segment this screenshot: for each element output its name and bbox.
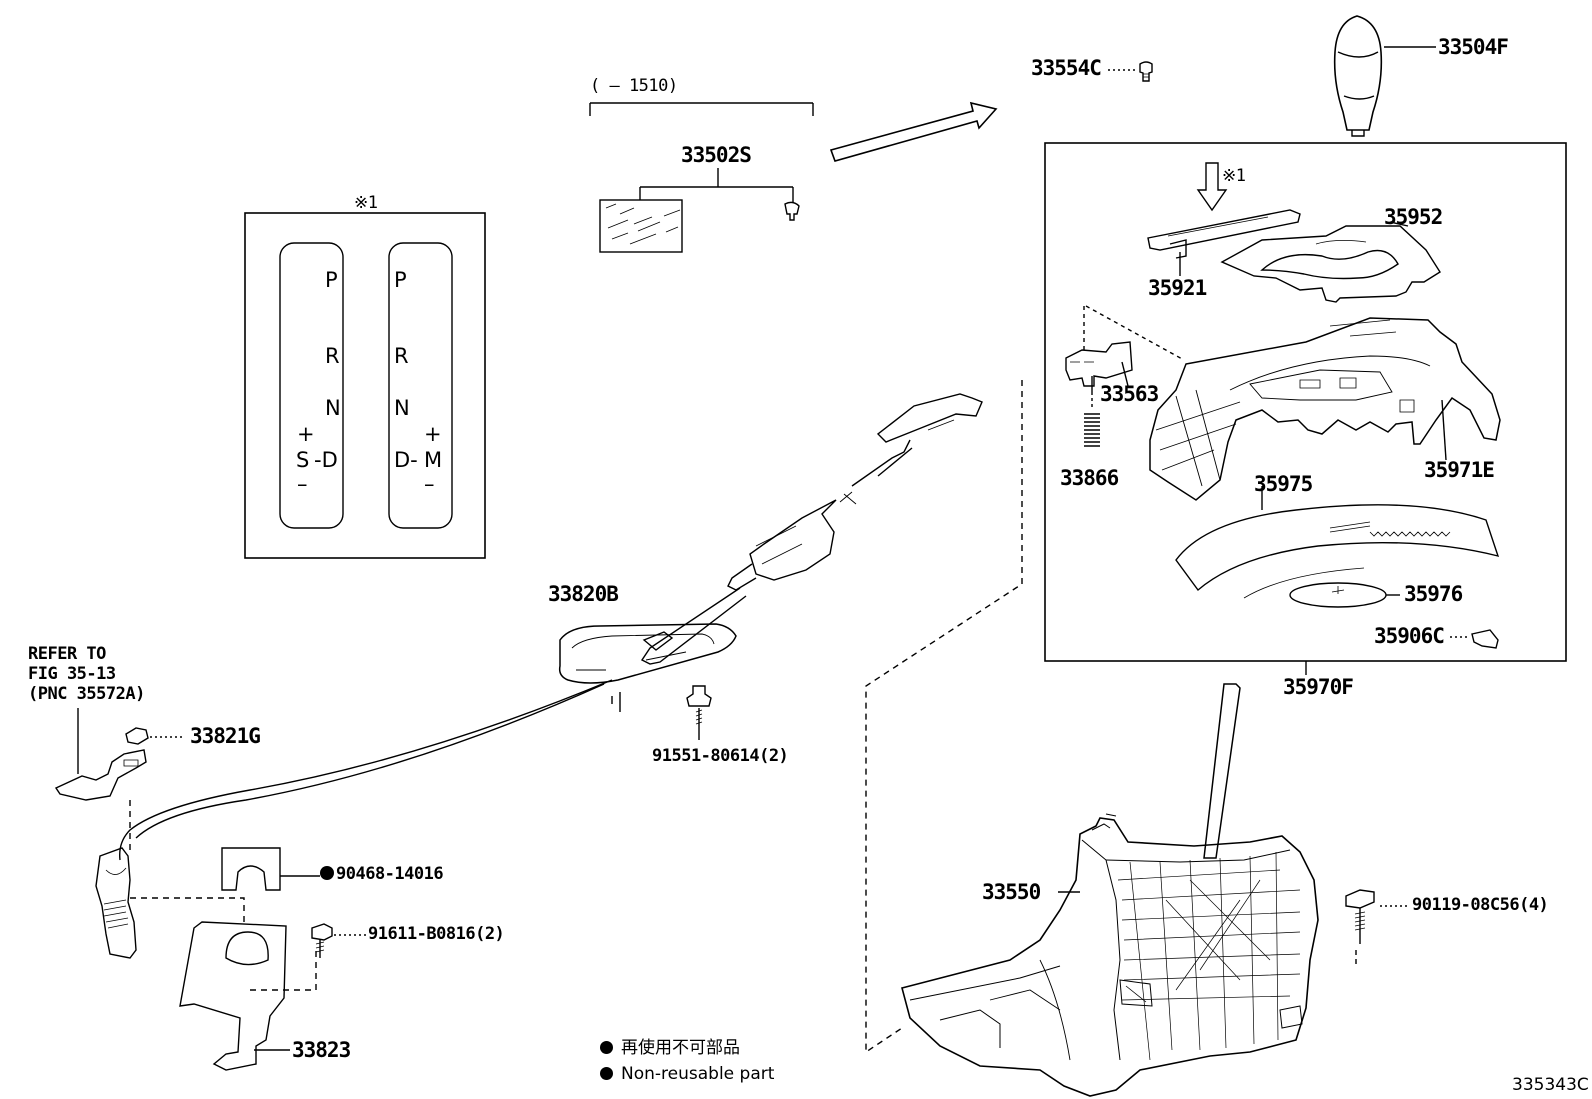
shift-knob (1333, 15, 1436, 137)
shift-cable (95, 393, 983, 959)
switch-and-spring (1065, 305, 1185, 447)
part-91551[interactable]: 91551-80614(2) (652, 746, 789, 766)
legend-jp-text: 再使用不可部品 (621, 1038, 740, 1058)
bolt-91551 (686, 685, 712, 740)
shifter-assembly (901, 683, 1319, 1097)
indicator-arrow (1196, 162, 1228, 212)
gate-marker: ※1 (354, 193, 378, 213)
non-reusable-dot-icon (600, 1067, 613, 1080)
legend-en-text: Non-reusable part (621, 1064, 775, 1084)
console-assembly-box (1044, 142, 1567, 675)
gate-right-p: P (394, 268, 407, 292)
part-90119[interactable]: 90119-08C56(4) (1412, 895, 1549, 915)
gate-left-s: S (296, 448, 310, 472)
part-35921[interactable]: 35921 (1148, 276, 1207, 300)
part-33823[interactable]: 33823 (292, 1038, 351, 1062)
refer-note-line-3: (PNC 35572A) (28, 684, 145, 704)
bolt-90119 (1345, 889, 1410, 966)
part-33563[interactable]: 33563 (1100, 382, 1159, 406)
gate-left-minus: – (297, 472, 308, 496)
indicator-strip (1147, 209, 1301, 276)
gate-left-p: P (325, 268, 338, 292)
part-35976[interactable]: 35976 (1404, 582, 1463, 606)
lock-clip (179, 847, 320, 1071)
clip-33554c (1108, 61, 1153, 82)
part-35906c[interactable]: 35906C (1374, 624, 1445, 648)
figure-code: 335343C (1512, 1075, 1589, 1095)
non-reusable-dot-icon (600, 1041, 613, 1054)
gate-right-minus: – (424, 472, 435, 496)
shift-bezel (1220, 221, 1441, 303)
legend-jp: 再使用不可部品 (600, 1040, 740, 1057)
gate-left-plus: + (297, 422, 315, 446)
label-set-33502s (599, 168, 800, 253)
part-90468[interactable]: 90468-14016 (320, 864, 444, 884)
part-35971e[interactable]: 35971E (1424, 458, 1495, 482)
gate-right-r: R (394, 344, 409, 368)
direction-arrow (829, 101, 998, 162)
non-reusable-marker-icon (320, 866, 334, 880)
shift-gate-box (244, 212, 486, 559)
part-33550[interactable]: 33550 (982, 880, 1041, 904)
gate-left-d: -D (314, 448, 338, 472)
console-housing (1149, 317, 1501, 501)
part-35952[interactable]: 35952 (1384, 205, 1443, 229)
part-33820b[interactable]: 33820B (548, 582, 619, 606)
gate-left-n: N (325, 396, 341, 420)
dashed-leader (865, 380, 1023, 1054)
gate-right-plus: + (424, 422, 442, 446)
date-bracket (589, 102, 814, 116)
gate-right-d: D- (394, 448, 418, 472)
bolt-91611 (311, 923, 366, 958)
console-cover (1175, 486, 1500, 599)
cover-plate (1289, 582, 1499, 649)
part-33554c[interactable]: 33554C (1031, 56, 1102, 80)
part-91611[interactable]: 91611-B0816(2) (368, 924, 505, 944)
part-90468-number: 90468-14016 (336, 864, 444, 884)
refer-note-line-1: REFER TO (28, 644, 106, 664)
cable-bracket (54, 708, 245, 926)
part-35970f[interactable]: 35970F (1283, 675, 1354, 699)
gate-right-n: N (394, 396, 410, 420)
refer-note-line-2[interactable]: FIG 35-13 (28, 664, 116, 684)
date-range: ( – 1510) (590, 76, 678, 96)
part-33504f[interactable]: 33504F (1438, 35, 1509, 59)
part-35975[interactable]: 35975 (1254, 472, 1313, 496)
gate-right-m: M (424, 448, 443, 472)
legend-en: Non-reusable part (600, 1066, 774, 1083)
part-33866[interactable]: 33866 (1060, 466, 1119, 490)
gate-left-r: R (325, 344, 340, 368)
indicator-marker: ※1 (1222, 166, 1246, 186)
part-33502s[interactable]: 33502S (681, 143, 752, 167)
part-33821g[interactable]: 33821G (190, 724, 261, 748)
